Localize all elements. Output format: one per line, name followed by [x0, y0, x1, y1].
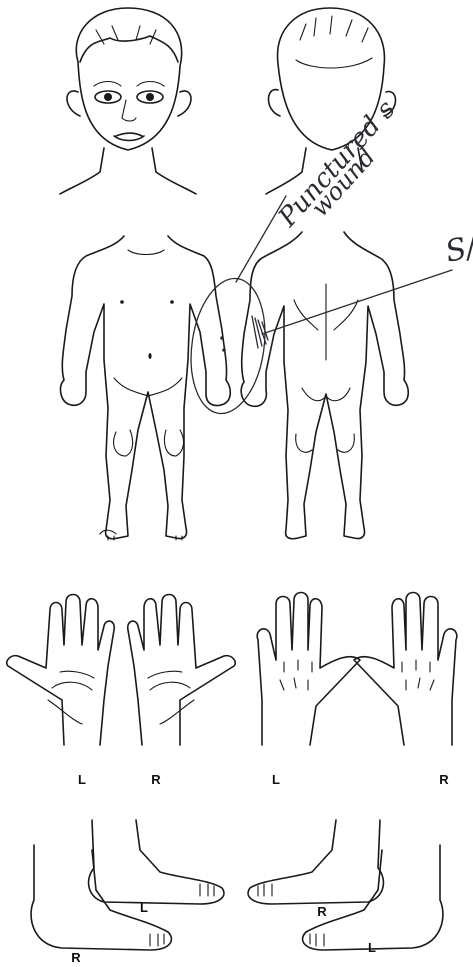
hands-backs: L R [257, 593, 457, 788]
feet-left-pair: L R [31, 820, 224, 965]
body-back [241, 232, 408, 539]
feet-right-pair-front-label: L [368, 940, 376, 955]
scar-note: S/ [442, 229, 473, 270]
body-front [61, 236, 231, 540]
feet-left-pair-back-label: L [140, 900, 148, 915]
palms-right-label: R [151, 772, 161, 787]
head-front [60, 8, 196, 194]
feet-left-pair-front-label: R [71, 950, 81, 965]
backs-left-label: L [272, 772, 280, 787]
backs-right-label: R [439, 772, 449, 787]
wound-note-line1: Punctured s [272, 95, 401, 234]
palms-left-label: L [78, 772, 86, 787]
feet-right-pair-back-label: R [317, 904, 327, 919]
feet-right-pair: R L [248, 820, 443, 955]
marked-wound-area [183, 196, 452, 418]
hands-palms: L R [7, 595, 236, 788]
